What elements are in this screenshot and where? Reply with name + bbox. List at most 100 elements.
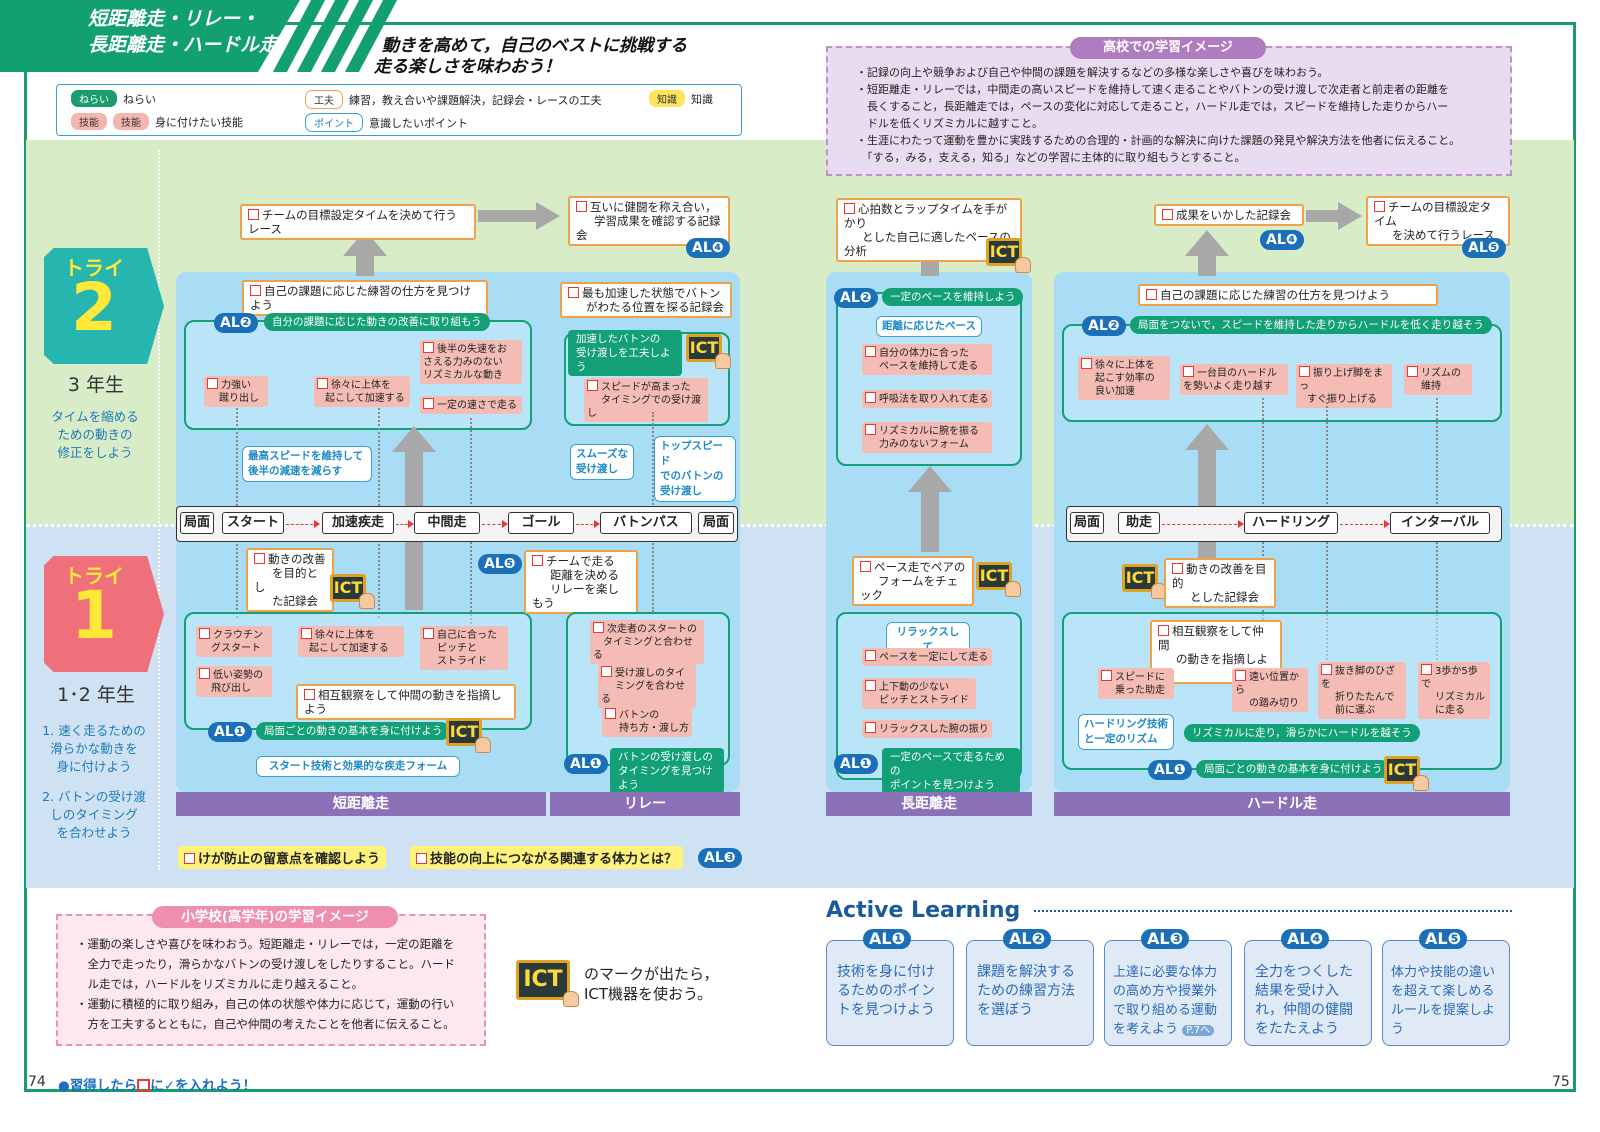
sprint-t2-top[interactable]: 自己の課題に応じた練習の仕方を見つけよう [242, 280, 488, 316]
sprint-t1-skill4[interactable]: 低い姿勢の飛び出し [196, 666, 272, 697]
hurdle-t2-skill3[interactable]: 振り上げ脚をまっすぐ振り上げる [1296, 364, 1392, 408]
long-t2-skill2[interactable]: 呼吸法を取り入れて走る [862, 390, 992, 408]
relay-t1-skill1[interactable]: 次走者のスタートのタイミングと合わせる [590, 620, 704, 664]
knowledge-fitness[interactable]: 技能の向上につながる関連する体力とは？ [410, 846, 684, 869]
checkbox[interactable] [1421, 664, 1432, 675]
checkbox[interactable] [199, 668, 210, 679]
checkbox[interactable] [1374, 201, 1385, 212]
relay-t1-top[interactable]: チームで走る距離を決めるリレーを楽しもう [524, 550, 638, 614]
checkbox[interactable] [593, 622, 604, 633]
checkbox[interactable] [254, 553, 265, 564]
hurdle-t1-record[interactable]: 動きの改善を目的とした記録会 [1164, 558, 1276, 608]
checkbox[interactable] [568, 287, 579, 298]
es-line: ・運動に積極的に取り組み，自己の体の状態や体力に応じて，運動の行い [76, 997, 455, 1011]
checkbox[interactable] [423, 342, 434, 353]
relay-t1-skill2[interactable]: 受け渡しのタイミングを合わせる [598, 664, 696, 708]
sprint-t1-point: スタート技術と効果的な疾走フォーム [256, 756, 460, 777]
sprint-t2-skill3[interactable]: 後半の失速をおさえる力みのないリズミカルな動き [420, 340, 522, 384]
hurdle-t1-skill3[interactable]: 抜き脚のひざを折りたたんで前に運ぶ [1318, 662, 1406, 719]
checkbox[interactable] [601, 666, 612, 677]
long-t1-skill2[interactable]: 上下動の少ないピッチとストライド [862, 678, 976, 709]
phase-goal: ゴール [508, 512, 574, 534]
checkbox[interactable] [1299, 366, 1310, 377]
al2-badge: AL❷ [1082, 316, 1126, 336]
al1-badge: AL❶ [1148, 760, 1192, 780]
checkbox[interactable] [423, 398, 434, 409]
checkbox[interactable] [532, 555, 543, 566]
sprint-race-box[interactable]: チームの目標設定タイムを決めて行うレース [240, 204, 476, 240]
sprint-praise-box[interactable]: 互いに健闘を称え合い，学習成果を確認する記録会 [568, 196, 730, 246]
page-ref-link[interactable]: P.7へ [1182, 1025, 1215, 1036]
checkbox[interactable] [865, 722, 876, 733]
sprint-t1-observe[interactable]: 相互観察をして仲間の動きを指摘しよう [296, 684, 516, 720]
es-line: ・運動の楽しさや喜びを味わおう。短距離走・リレーでは，一定の距離を [76, 937, 455, 951]
checkbox[interactable] [865, 680, 876, 691]
relay-t1-skill3[interactable]: バトンの持ち方・渡し方 [602, 706, 692, 737]
legend-point-text: 意識したいポイント [369, 116, 468, 130]
checkbox[interactable] [1101, 670, 1112, 681]
sprint-t2-skill1[interactable]: 力強い蹴り出し [204, 376, 268, 407]
hurdle-t2-skill4[interactable]: リズムの維持 [1404, 364, 1472, 395]
phase-middle: 中間走 [414, 512, 480, 534]
checkbox[interactable] [1162, 209, 1173, 220]
long-t2-skill3[interactable]: リズミカルに腕を振る力みのないフォーム [862, 422, 992, 453]
checkbox[interactable] [865, 650, 876, 661]
checkbox[interactable] [416, 853, 427, 864]
sprint-t2-skill2[interactable]: 徐々に上体を起こして加速する [314, 376, 410, 407]
checkbox[interactable] [301, 628, 312, 639]
checkbox[interactable] [576, 201, 587, 212]
hurdle-t2-skill1[interactable]: 徐々に上体を起こす効率の良い加速 [1078, 356, 1170, 400]
sprint-t1-skill1[interactable]: クラウチングスタート [196, 626, 272, 657]
checkbox[interactable] [844, 203, 855, 214]
checkbox[interactable] [860, 561, 871, 572]
checkbox[interactable] [1407, 366, 1418, 377]
elementary-box: ・運動の楽しさや喜びを味わおう。短距離走・リレーでは，一定の距離を 全力で走った… [56, 914, 486, 1046]
phase-arrow [286, 520, 320, 528]
checkbox[interactable] [1321, 664, 1332, 675]
checkbox[interactable] [304, 689, 315, 700]
hs-line: 「する，みる，支える，知る」などの学習に主体的に取り組もうとすること。 [856, 151, 1246, 164]
checkbox[interactable] [248, 209, 259, 220]
long-t1-top[interactable]: ペース走でペアのフォームをチェック [852, 556, 974, 606]
checkbox[interactable] [587, 380, 598, 391]
checkbox[interactable] [199, 628, 210, 639]
side-divider [158, 150, 160, 870]
checkbox[interactable] [1172, 563, 1183, 574]
hurdle-t2-skill2[interactable]: 一台目のハードルを勢いよく走り越す [1180, 364, 1288, 395]
checkbox[interactable] [1158, 625, 1169, 636]
hurdle-goal-box[interactable]: チームの目標設定タイムを決めて行うレース [1366, 196, 1510, 246]
hurdle-t1-skill2[interactable]: 遠い位置からの踏み切り [1232, 668, 1308, 712]
checkbox[interactable] [207, 378, 218, 389]
long-t1-skill1[interactable]: ペースを一定にして走る [862, 648, 992, 666]
checkbox[interactable] [1081, 358, 1092, 369]
sprint-t1-skill2[interactable]: 徐々に上体を起こして加速する [298, 626, 404, 657]
try1-grade: 1･2 年生 [57, 684, 135, 706]
active-learning-rule [1034, 910, 1512, 912]
long-t2-skill1[interactable]: 自分の体力に合ったペースを維持して走る [862, 344, 992, 375]
knowledge-injury[interactable]: けが防止の留意点を確認しよう [178, 846, 387, 869]
checkbox[interactable] [184, 853, 195, 864]
sprint-t1-record[interactable]: 動きの改善を目的とした記録会 [246, 548, 334, 612]
checkbox[interactable] [1183, 366, 1194, 377]
checkbox[interactable] [865, 346, 876, 357]
relay-t2-skill1[interactable]: スピードが高まったタイミングでの受け渡し [584, 378, 708, 422]
checkbox[interactable] [865, 424, 876, 435]
checkbox[interactable] [250, 285, 261, 296]
long-t2-green: 一定のペースを維持しよう [882, 288, 1024, 306]
checkbox[interactable] [605, 708, 616, 719]
catchphrase: 動きを高めて，自己のベストに挑戦する走る楽しさを味わおう！ [374, 36, 688, 77]
sprint-t2-skill4[interactable]: 一定の速さで走る [420, 396, 522, 414]
checkbox[interactable] [423, 628, 434, 639]
checkbox[interactable] [317, 378, 328, 389]
sprint-t1-skill3[interactable]: 自己に合ったピッチとストライド [420, 626, 508, 670]
checkbox[interactable] [865, 392, 876, 403]
hurdle-t2-top[interactable]: 自己の課題に応じた練習の仕方を見つけよう [1138, 284, 1438, 306]
checkbox[interactable] [1146, 289, 1157, 300]
hurdle-t1-skill4[interactable]: 3歩か5歩でリズミカルに走る [1418, 662, 1490, 719]
hurdle-t1-skill1[interactable]: スピードに乗った助走 [1098, 668, 1174, 699]
hurdle-race-box[interactable]: 成果をいかした記録会 [1154, 204, 1304, 226]
long-t1-skill3[interactable]: リラックスした腕の振り [862, 720, 992, 738]
checkbox[interactable] [1235, 670, 1246, 681]
relay-t2-top[interactable]: 最も加速した状態でバトンがわたる位置を探る記録会 [560, 282, 732, 318]
